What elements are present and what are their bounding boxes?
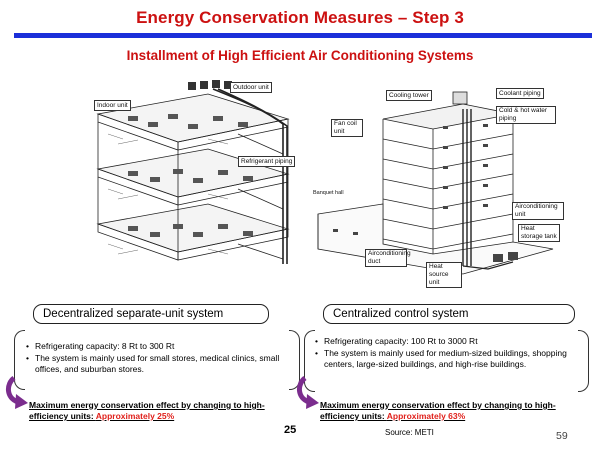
centralized-system-illustration: Cooling tower Coolant piping Cold & hot …: [313, 84, 573, 288]
title-divider: [14, 33, 592, 38]
label-airconditioning-duct: Airconditioning duct: [365, 249, 411, 267]
page-number: 25: [284, 424, 297, 436]
centralized-system-label: Centralized control system: [323, 304, 575, 324]
decentralized-effect: Maximum energy conservation effect by ch…: [29, 400, 265, 421]
label-cold-hot-water-piping: Cold & hot water piping: [496, 106, 556, 124]
bullet-item: •Refrigerating capacity: 8 Rt to 300 Rt: [26, 341, 175, 351]
label-cooling-tower: Cooling tower: [386, 90, 432, 101]
decentralized-system-illustration: Indoor unit Outdoor unit Refrigerant pip…: [88, 74, 303, 284]
bullet-item: •The system is mainly used for small sto…: [26, 352, 280, 375]
bullet-item: •Refrigerating capacity: 100 Rt to 3000 …: [315, 336, 478, 346]
left-curved-arrow-icon: [6, 376, 28, 409]
label-fan-coil-unit: Fan coil unit: [331, 119, 363, 137]
label-outdoor-unit: Outdoor unit: [230, 82, 272, 93]
slide-number: 59: [556, 430, 568, 442]
bullet-item: •The system is mainly used for medium-si…: [315, 347, 567, 370]
label-refrigerant-piping: Refrigerant piping: [238, 156, 296, 167]
right-bracket-close: [578, 330, 589, 392]
label-coolant-piping: Coolant piping: [496, 88, 544, 99]
label-heat-source-unit: Heat source unit: [426, 262, 462, 288]
centralized-bullets: •Refrigerating capacity: 100 Rt to 3000 …: [315, 336, 577, 371]
label-banquet-hall: Banquet hall: [313, 190, 344, 196]
label-indoor-unit: Indoor unit: [94, 100, 131, 111]
centralized-effect: Maximum energy conservation effect by ch…: [320, 400, 556, 421]
slide-title: Energy Conservation Measures – Step 3: [136, 8, 464, 27]
slide-subtitle: Installment of High Efficient Air Condit…: [126, 48, 474, 63]
centralized-effect-value: Approximately 63%: [386, 411, 466, 421]
decentralized-system-label: Decentralized separate-unit system: [33, 304, 269, 324]
decentralized-effect-value: Approximately 25%: [95, 411, 175, 421]
label-airconditioning-unit: Airconditioning unit: [512, 202, 564, 220]
source-note: Source: METI: [385, 428, 434, 437]
decentralized-bullets: •Refrigerating capacity: 8 Rt to 300 Rt …: [26, 341, 292, 376]
label-heat-storage-tank: Heat storage tank: [518, 224, 560, 242]
right-curved-arrow-icon: [297, 376, 319, 409]
